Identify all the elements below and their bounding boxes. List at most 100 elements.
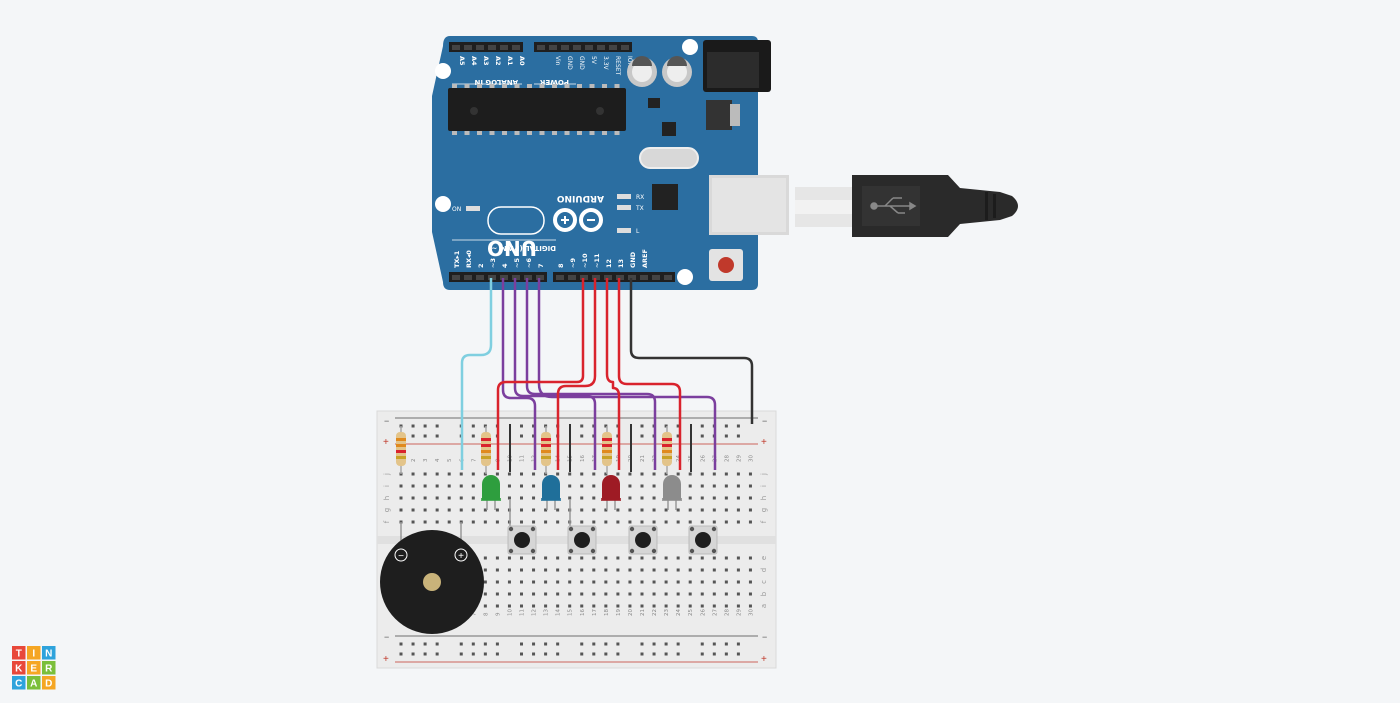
rail-hole[interactable] [664,424,668,428]
terminal-hole[interactable] [616,520,620,524]
terminal-hole[interactable] [736,484,740,488]
terminal-hole[interactable] [592,472,596,476]
resistor[interactable] [662,426,672,474]
terminal-hole[interactable] [628,604,632,608]
terminal-hole[interactable] [688,568,692,572]
terminal-hole[interactable] [712,520,716,524]
terminal-hole[interactable] [556,592,560,596]
header-pin[interactable] [500,45,508,50]
terminal-hole[interactable] [700,496,704,500]
terminal-hole[interactable] [507,580,511,584]
terminal-hole[interactable] [640,556,644,560]
rail-hole[interactable] [423,642,427,646]
push-button-cap[interactable] [574,532,590,548]
terminal-hole[interactable] [532,520,536,524]
rail-hole[interactable] [592,652,596,656]
rail-hole[interactable] [580,434,584,438]
rail-hole[interactable] [580,642,584,646]
terminal-hole[interactable] [435,508,439,512]
rail-hole[interactable] [520,642,523,646]
header-pin[interactable] [609,45,617,50]
terminal-hole[interactable] [628,568,632,572]
terminal-hole[interactable] [507,592,511,596]
terminal-hole[interactable] [688,472,692,476]
header-pin[interactable] [621,45,629,50]
rail-hole[interactable] [700,652,704,656]
led[interactable] [481,475,501,510]
header-pin[interactable] [476,275,484,280]
terminal-hole[interactable] [640,580,644,584]
terminal-hole[interactable] [748,592,752,596]
terminal-hole[interactable] [532,556,536,560]
terminal-hole[interactable] [688,556,692,560]
terminal-hole[interactable] [495,556,499,560]
terminal-hole[interactable] [399,496,403,500]
terminal-hole[interactable] [556,520,560,524]
terminal-hole[interactable] [435,496,439,500]
rail-hole[interactable] [411,424,415,428]
rail-hole[interactable] [399,642,403,646]
rail-hole[interactable] [411,434,415,438]
rail-hole[interactable] [423,424,427,428]
terminal-hole[interactable] [532,484,536,488]
rail-hole[interactable] [700,434,704,438]
terminal-hole[interactable] [652,556,656,560]
terminal-hole[interactable] [544,592,548,596]
header-pin[interactable] [628,275,636,280]
terminal-hole[interactable] [736,592,740,596]
rail-hole[interactable] [616,652,620,656]
rail-hole[interactable] [544,652,548,656]
terminal-hole[interactable] [520,496,523,500]
terminal-hole[interactable] [664,556,668,560]
rail-hole[interactable] [604,424,608,428]
terminal-hole[interactable] [471,472,475,476]
terminal-hole[interactable] [568,484,572,488]
header-pin[interactable] [652,275,660,280]
terminal-hole[interactable] [399,508,403,512]
terminal-hole[interactable] [435,520,439,524]
rail-hole[interactable] [471,434,475,438]
terminal-hole[interactable] [580,484,584,488]
terminal-hole[interactable] [736,568,740,572]
rail-hole[interactable] [471,642,475,646]
led[interactable] [662,475,682,510]
terminal-hole[interactable] [544,520,548,524]
terminal-hole[interactable] [580,496,584,500]
resistor[interactable] [602,426,612,474]
terminal-hole[interactable] [532,592,536,596]
rail-hole[interactable] [556,642,560,646]
rail-hole[interactable] [652,652,656,656]
rail-hole[interactable] [604,652,608,656]
rail-hole[interactable] [640,652,644,656]
terminal-hole[interactable] [495,592,499,596]
rail-hole[interactable] [604,642,608,646]
terminal-hole[interactable] [652,484,656,488]
terminal-hole[interactable] [688,592,692,596]
rail-hole[interactable] [435,642,439,646]
wire-red-pin12[interactable] [605,278,621,470]
terminal-hole[interactable] [748,520,752,524]
terminal-hole[interactable] [580,472,584,476]
terminal-hole[interactable] [628,484,632,488]
terminal-hole[interactable] [724,556,728,560]
terminal-hole[interactable] [411,472,415,476]
terminal-hole[interactable] [748,496,752,500]
header-pin[interactable] [573,45,581,50]
header-pin[interactable] [597,45,605,50]
terminal-hole[interactable] [616,568,620,572]
usb-cable[interactable] [795,175,1018,237]
terminal-hole[interactable] [688,508,692,512]
terminal-hole[interactable] [580,580,584,584]
rail-hole[interactable] [724,424,728,428]
rail-hole[interactable] [712,652,716,656]
rail-hole[interactable] [435,434,439,438]
terminal-hole[interactable] [556,472,560,476]
terminal-hole[interactable] [568,472,572,476]
terminal-hole[interactable] [616,556,620,560]
terminal-hole[interactable] [736,604,740,608]
terminal-hole[interactable] [520,604,523,608]
rail-hole[interactable] [652,642,656,646]
push-buttons[interactable] [507,525,718,555]
terminal-hole[interactable] [628,592,632,596]
